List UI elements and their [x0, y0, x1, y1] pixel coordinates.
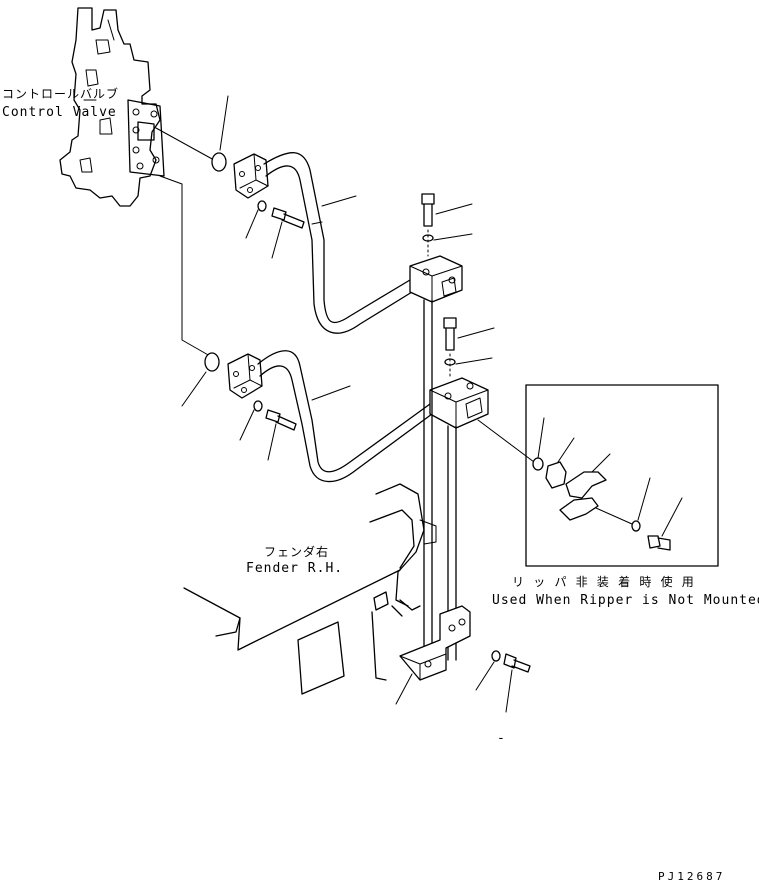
lower-o-ring [204, 352, 220, 372]
ripper-label-jp: リ ッ パ 非 装 着 時 使 用 [512, 574, 695, 589]
fender-rh [183, 483, 437, 695]
bracket-bolt-head [503, 653, 517, 669]
bracket-washer [491, 650, 501, 662]
control-valve [59, 7, 165, 207]
upper-block-bolt-head [421, 193, 435, 205]
fender-panel [297, 621, 345, 695]
upper-o-ring [211, 152, 227, 172]
upper-o-ring-leader [219, 95, 229, 151]
detail-bolt-head [647, 535, 661, 549]
lower-tube-leader [311, 385, 351, 401]
upper-tube-edge-b [265, 165, 413, 334]
detail-flange-upper [565, 471, 607, 499]
detail-plug [545, 461, 567, 489]
port-leader-lower [159, 175, 211, 357]
upper-tube-edge-a [263, 152, 411, 324]
lower-tube-assembly [181, 350, 433, 483]
lower-block-leader-to-detail [477, 419, 535, 463]
lower-block-bolt-head [443, 317, 457, 329]
upper-bolt-head [271, 207, 287, 221]
upper-split-flange [233, 153, 269, 199]
upper-tube-leader [321, 195, 357, 207]
ripper-label-en: Used When Ripper is Not Mounted [492, 593, 759, 608]
control-valve-label-jp: コントロールバルブ [2, 86, 119, 101]
upper-tube-assembly [211, 95, 413, 334]
lower-bolt-head [265, 409, 281, 423]
lower-block [429, 317, 535, 463]
lower-tube-edge-b [259, 365, 433, 483]
lower-washer [253, 400, 263, 412]
detail-flange-lower [559, 497, 599, 521]
upper-washer [257, 200, 267, 212]
upper-block [409, 193, 473, 303]
detail-o-ring [532, 457, 544, 471]
lower-split-flange [227, 353, 263, 399]
drawing-code: PJ12687 [658, 870, 725, 882]
lower-tube-edge-a [257, 350, 431, 473]
detail-washer [631, 520, 641, 532]
control-valve-label-en: Control Valve [2, 105, 117, 120]
fender-label-en: Fender R.H. [246, 561, 343, 576]
stray-mark: - [497, 731, 506, 746]
fender-label-jp: フェンダ右 [264, 544, 329, 559]
bracket [395, 605, 531, 713]
detail-frame [525, 384, 719, 567]
port-leader-upper [155, 127, 215, 161]
ripper-detail-box [525, 384, 719, 567]
